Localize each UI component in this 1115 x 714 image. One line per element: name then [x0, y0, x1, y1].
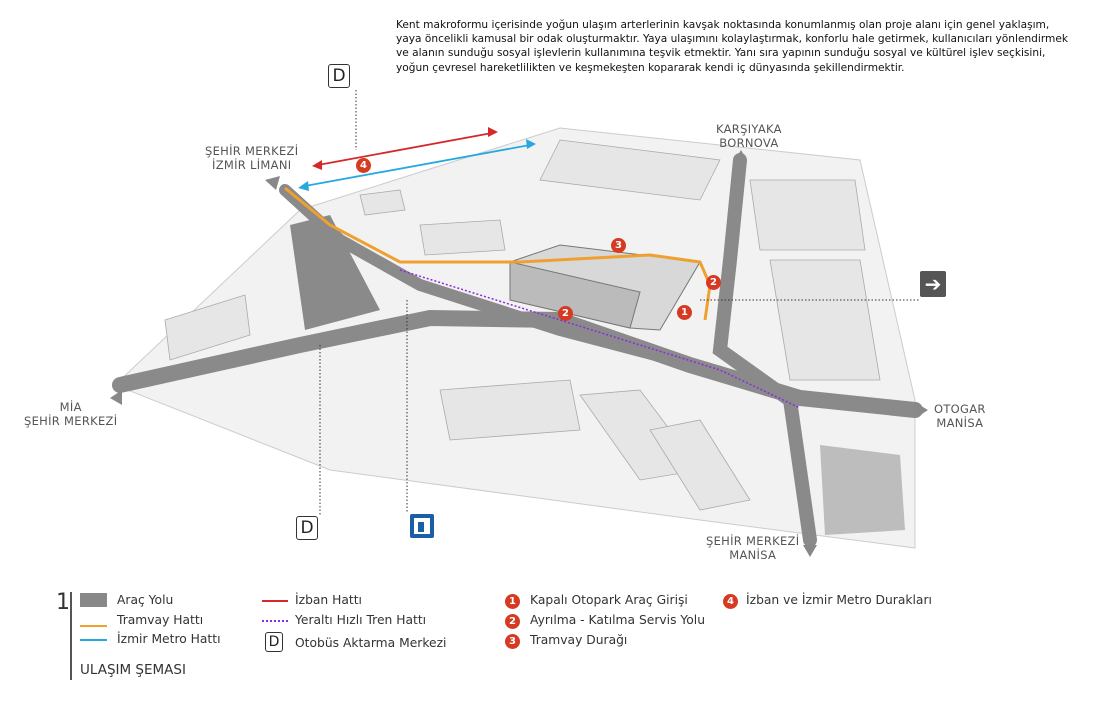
- marker-1: 1: [677, 305, 692, 320]
- legend-divider: [70, 592, 72, 680]
- underground-swatch: [262, 620, 288, 622]
- legend-label: Ayrılma - Katılma Servis Yolu: [530, 613, 706, 627]
- direction-label-ne: KARŞIYAKA BORNOVA: [716, 122, 782, 150]
- direction-label-e: OTOGAR MANİSA: [934, 402, 986, 430]
- direction-line: MANİSA: [729, 548, 777, 562]
- project-description: Kent makroformu içerisinde yoğun ulaşım …: [396, 18, 1111, 75]
- izban-line: [312, 127, 498, 170]
- legend-label: Kapalı Otopark Araç Girişi: [530, 593, 688, 607]
- bus-transfer-icon: D: [296, 516, 318, 540]
- direction-line: MANİSA: [936, 416, 984, 430]
- description-line: Kent makroformu içerisinde yoğun ulaşım …: [396, 19, 1050, 31]
- direction-line: ŞEHİR MERKEZİ: [24, 414, 118, 428]
- metro-swatch: [80, 639, 107, 641]
- marker-2: 2: [706, 275, 721, 290]
- direction-label-s: ŞEHİR MERKEZİ MANİSA: [706, 534, 799, 562]
- leader-lines: [319, 90, 920, 515]
- metro-line: [298, 139, 536, 191]
- legend-title: ULAŞIM ŞEMASI: [80, 662, 186, 678]
- road-swatch: [80, 593, 107, 607]
- legend-marker-2: 2: [505, 614, 520, 629]
- direction-line: ŞEHİR MERKEZİ: [205, 144, 299, 158]
- legend-label: Araç Yolu: [117, 593, 174, 607]
- description-line: yaya öncelikli kamusal bir odak oluşturm…: [396, 33, 1068, 46]
- legend-marker-3: 3: [505, 634, 520, 649]
- legend-label: Tramvay Durağı: [530, 633, 628, 647]
- tram-swatch: [80, 625, 107, 627]
- direction-line: KARŞIYAKA: [716, 122, 782, 136]
- legend-label: Tramvay Hattı: [117, 613, 204, 627]
- legend-label: İzban Hattı: [295, 593, 362, 607]
- legend-label: Otobüs Aktarma Merkezi: [295, 636, 447, 650]
- description-line: yoğun çevresel hareketlilikten ve keşmek…: [396, 61, 905, 74]
- direction-arrows: [110, 150, 928, 557]
- marker-3: 3: [611, 238, 626, 253]
- legend-number: 1: [56, 590, 70, 615]
- fuel-station-icon: [410, 514, 434, 538]
- legend-marker-4: 4: [723, 594, 738, 609]
- direction-label-w: MİA ŞEHİR MERKEZİ: [24, 400, 117, 428]
- direction-line: BORNOVA: [719, 136, 779, 150]
- arrow-right-icon: ➔: [920, 271, 946, 297]
- legend-marker-1: 1: [505, 594, 520, 609]
- legend-label: Yeraltı Hızlı Tren Hattı: [295, 613, 427, 627]
- project-building: [509, 244, 701, 331]
- legend-label: İzmir Metro Hattı: [117, 632, 221, 646]
- marker-4: 4: [356, 158, 371, 173]
- roads: [112, 153, 923, 547]
- izban-swatch: [262, 600, 288, 602]
- direction-line: OTOGAR: [934, 402, 986, 416]
- bus-transfer-icon: D: [265, 632, 283, 652]
- buildings: [164, 139, 881, 511]
- marker-2: 2: [558, 306, 573, 321]
- direction-label-nw: ŞEHİR MERKEZİ İZMİR LİMANI: [205, 144, 298, 172]
- direction-line: ŞEHİR MERKEZİ: [706, 534, 800, 548]
- direction-line: MİA: [59, 400, 82, 414]
- direction-line: İZMİR LİMANI: [212, 158, 292, 172]
- description-line: ve alanın sunduğu sosyal işlevlerin kull…: [396, 47, 1046, 60]
- bus-transfer-icon: D: [328, 64, 350, 88]
- legend-label: İzban ve İzmir Metro Durakları: [746, 593, 932, 607]
